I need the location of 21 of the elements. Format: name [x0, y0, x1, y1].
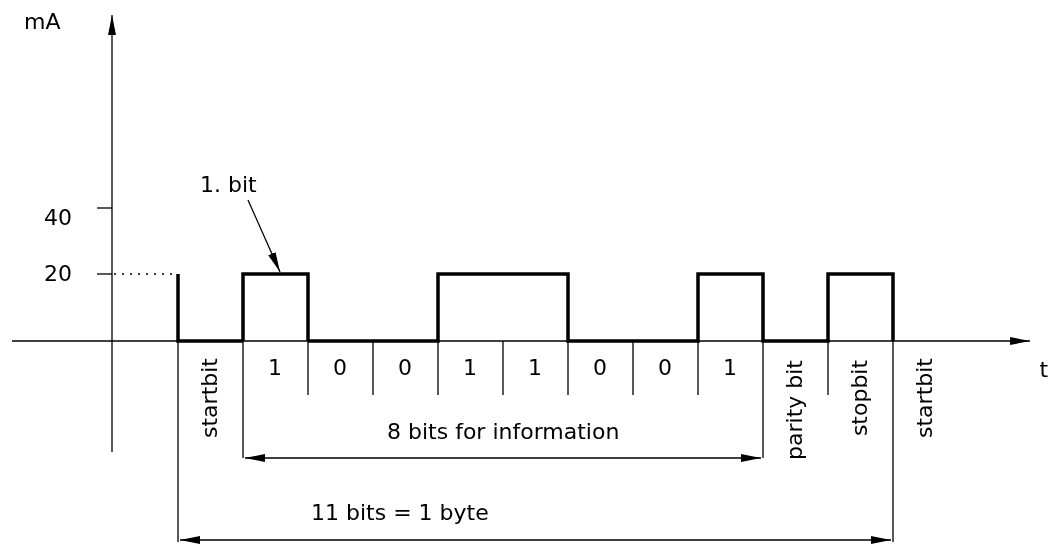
tick-label: 40	[44, 207, 72, 229]
bit-value: 1	[268, 357, 282, 379]
bit-label: startbit	[199, 358, 221, 438]
bit-label: parity bit	[784, 360, 806, 460]
callout-label: 1. bit	[200, 174, 257, 196]
bit-value: 0	[333, 357, 347, 379]
bit-value: 1	[528, 357, 542, 379]
signal-pulse	[241, 272, 310, 341]
bit-value: 0	[398, 357, 412, 379]
tick-label: 20	[44, 263, 72, 285]
bit-value: 0	[658, 357, 672, 379]
dimension-label: 8 bits for information	[387, 421, 620, 443]
bit-value: 1	[463, 357, 477, 379]
bit-value: 1	[723, 357, 737, 379]
bit-label: stopbit	[849, 359, 872, 437]
bit-label: startbit	[914, 358, 936, 438]
axis-label: mA	[24, 11, 61, 33]
bit-value: 0	[593, 357, 607, 379]
axis-label: t	[1039, 359, 1049, 381]
dimension-label: 11 bits = 1 byte	[311, 502, 489, 524]
leader-line	[247, 199, 281, 273]
